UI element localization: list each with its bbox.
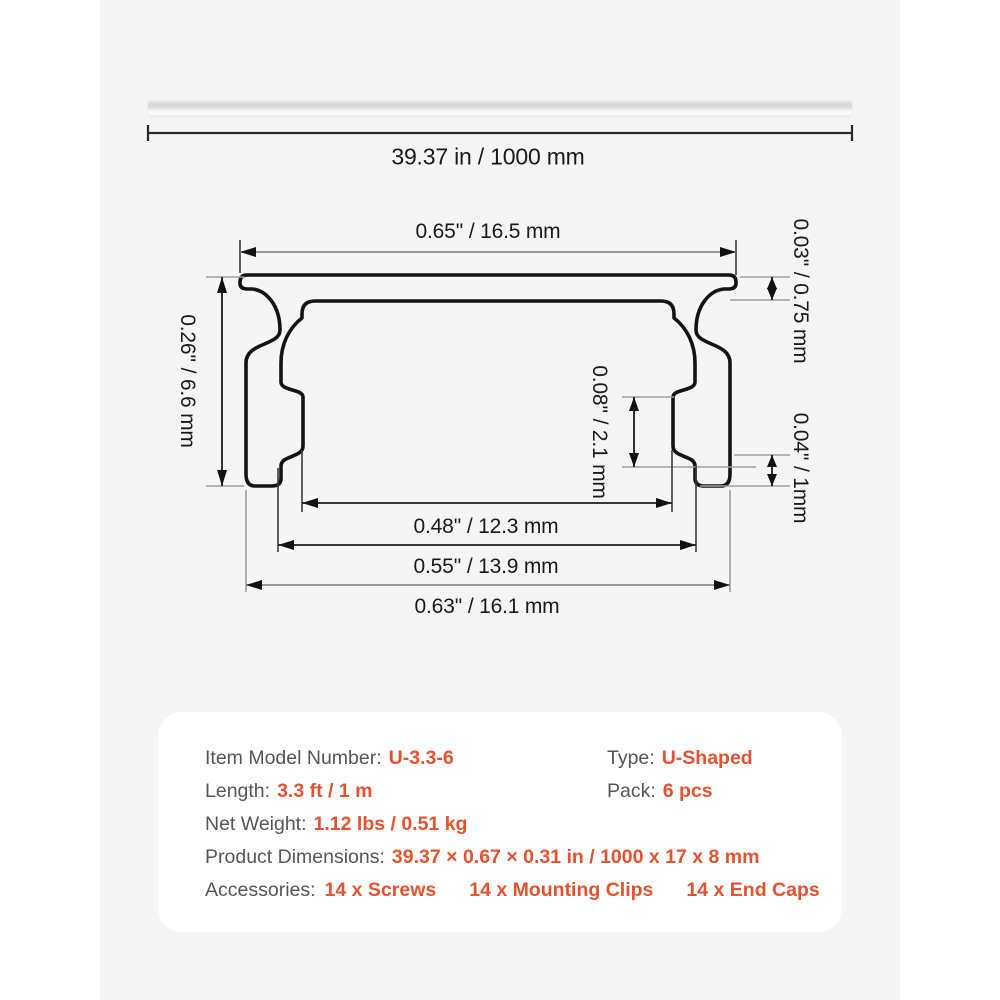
spec-row-length: Length: 3.3 ft / 1 m (205, 775, 820, 808)
accessories-value-clips: 14 x Mounting Clips (469, 879, 654, 901)
u-channel-cross-section-outline (238, 273, 738, 488)
outer-width-label: 0.63'' / 16.1 mm (414, 595, 560, 618)
top-width-label: 0.65'' / 16.5 mm (415, 220, 561, 243)
dimension-arrowheads (217, 247, 777, 590)
length-dimension-line (146, 125, 854, 141)
foot-height-label: 0.04'' / 1mm (789, 412, 812, 524)
spec-row-accessories: Accessories: 14 x Screws 14 x Mounting Cli… (205, 874, 820, 907)
type-label: Type: (607, 747, 655, 769)
spec-row-net-weight: Net Weight: 1.12 lbs / 0.51 kg (205, 808, 820, 841)
spec-row-pack: Pack: 6 pcs (607, 775, 753, 808)
spec-card-right-column: Type: U-Shaped Pack: 6 pcs (607, 742, 753, 808)
type-value: U-Shaped (661, 747, 753, 769)
pack-value: 6 pcs (662, 780, 713, 802)
inner-width-label: 0.48'' / 12.3 mm (413, 515, 559, 538)
profile-top-view-bar (148, 100, 852, 116)
extension-lines-black (239, 240, 737, 552)
accessories-value-screws: 14 x Screws (324, 879, 437, 901)
spec-row-item-model: Item Model Number: U-3.3-6 (205, 742, 820, 775)
item-model-value: U-3.3-6 (388, 747, 454, 769)
detent-height-label: 0.08'' / 2.1 mm (588, 365, 611, 499)
spec-row-type: Type: U-Shaped (607, 742, 753, 775)
dimensions-value: 39.37 × 0.67 × 0.31 in / 1000 x 17 x 8 m… (391, 846, 760, 868)
spec-card: Item Model Number: U-3.3-6 Length: 3.3 ft … (158, 712, 842, 932)
top-thickness-label: 0.03'' / 0.75 mm (789, 218, 812, 364)
accessories-label: Accessories: (205, 879, 316, 901)
spec-card-left-column: Item Model Number: U-3.3-6 Length: 3.3 ft … (205, 742, 820, 907)
accessories-value-endcaps: 14 x End Caps (686, 879, 820, 901)
left-height-label: 0.26'' / 6.6 mm (176, 314, 199, 448)
spec-row-dimensions: Product Dimensions: 39.37 × 0.67 × 0.31 i… (205, 841, 820, 874)
item-model-label: Item Model Number: (205, 747, 382, 769)
net-weight-label: Net Weight: (205, 813, 307, 835)
pack-label: Pack: (607, 780, 656, 802)
mid-width-label: 0.55'' / 13.9 mm (413, 555, 559, 578)
overall-length-label: 39.37 in / 1000 mm (391, 143, 585, 170)
length-label: Length: (205, 780, 271, 802)
dimensions-label: Product Dimensions: (205, 846, 385, 868)
length-value: 3.3 ft / 1 m (277, 780, 373, 802)
extension-lines-gray (206, 276, 790, 592)
net-weight-value: 1.12 lbs / 0.51 kg (313, 813, 468, 835)
